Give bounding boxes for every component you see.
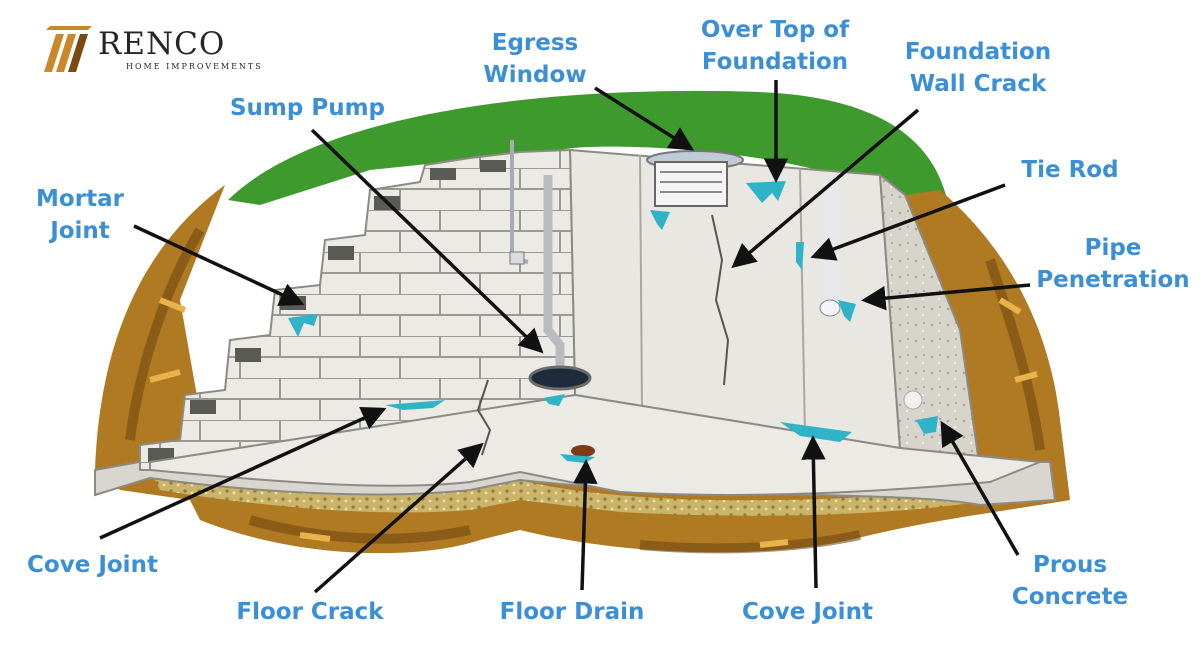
- label-sump-pump: Sump Pump: [229, 95, 386, 121]
- wall-joint-2: [799, 169, 806, 436]
- arrow-cove-joint-left: [99, 406, 387, 540]
- arrow-sump-pump: [310, 128, 544, 354]
- arrow-tie-rod: [810, 183, 1006, 261]
- sump-discharge-pipe: [543, 175, 565, 375]
- floor-crack-line: [476, 379, 492, 456]
- label-floor-crack: Floor Crack: [236, 599, 384, 625]
- soil-shading: [125, 227, 1045, 554]
- block-cavities: [148, 160, 506, 462]
- outlet-box: [509, 251, 525, 265]
- floor-drain-grate: [571, 445, 595, 457]
- pipe-elbow: [819, 299, 841, 317]
- floor-slab: [149, 393, 1041, 496]
- arrow-floor-drain: [573, 459, 598, 591]
- arrow-floor-crack: [313, 442, 484, 594]
- label-floor-drain: Floor Drain: [499, 599, 645, 625]
- grass-surface: [228, 90, 950, 215]
- gravel-layer: [150, 470, 1000, 516]
- egress-window-graphic: [646, 150, 744, 207]
- arrow-cove-joint-bottom: [801, 435, 826, 589]
- logo-tagline: HOME IMPROVEMENTS: [126, 62, 263, 71]
- arrow-wall-crack: [731, 108, 920, 269]
- block-wall: [139, 148, 577, 471]
- efflorescence: [903, 390, 923, 410]
- soil-highlights: [149, 297, 1038, 548]
- callout-arrows: [99, 80, 1031, 594]
- wall-joint: [639, 154, 643, 411]
- arrow-mortar-joint: [133, 224, 305, 306]
- label-cove-joint-left: Cove Joint: [27, 552, 158, 578]
- water-leak-stains: [288, 181, 938, 463]
- arrow-pipe-penetration: [861, 283, 1031, 311]
- logo-wordmark: RENCO: [98, 26, 226, 62]
- arrow-egress-window: [594, 86, 695, 151]
- renco-logo: RENCO HOME IMPROVEMENTS: [38, 20, 261, 80]
- label-tie-rod: Tie Rod: [1021, 157, 1119, 183]
- arrow-porous-concrete: [940, 420, 1020, 556]
- label-cove-joint-bottom: Cove Joint: [742, 599, 873, 625]
- wall-crack-line: [711, 214, 730, 386]
- sump-pit: [528, 365, 592, 391]
- renco-logo-mark: [44, 26, 92, 72]
